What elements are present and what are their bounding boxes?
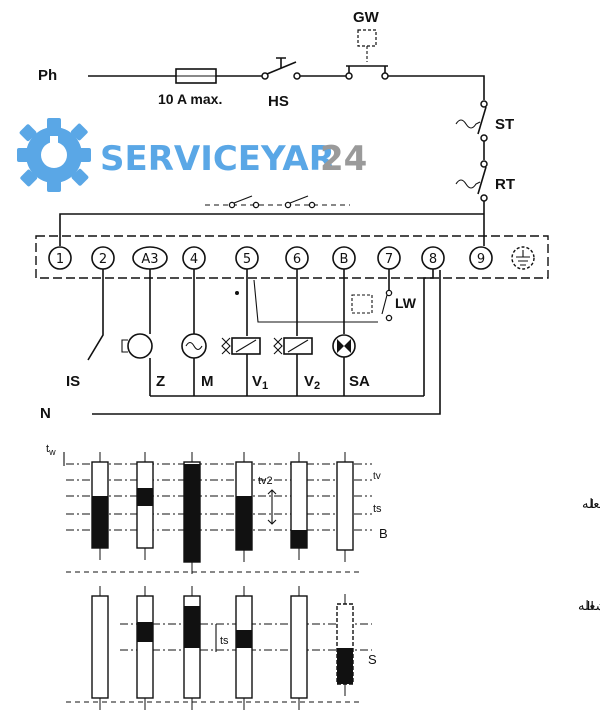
bottom-bar-outline xyxy=(91,595,109,699)
ts-label: ts xyxy=(373,503,382,515)
is-label: IS xyxy=(66,373,80,390)
st-label: ST xyxy=(495,116,514,133)
timing-bars xyxy=(91,452,354,710)
ts2-label: ts xyxy=(220,635,229,647)
svg-text:A3: A3 xyxy=(141,252,158,267)
svg-text:8: 8 xyxy=(429,252,437,267)
gear-icon xyxy=(17,118,91,192)
lw-label: LW xyxy=(395,295,417,311)
tv-label: tv xyxy=(373,471,381,482)
svg-text:7: 7 xyxy=(385,252,393,267)
terminal-1 xyxy=(48,246,72,270)
lw-actuator xyxy=(351,294,373,314)
top-bar-active xyxy=(137,488,153,506)
top-bar-active xyxy=(236,496,252,550)
bottom-bar-active xyxy=(337,648,353,684)
top-bar-outline xyxy=(336,461,354,551)
terminal-row: 1 2 A3 4 5 6 B 7 8 9 xyxy=(48,246,535,270)
bottom-bar-active xyxy=(236,630,252,648)
v1-label: V1 xyxy=(252,373,268,392)
valve-v1-icon xyxy=(221,337,231,355)
is-switch xyxy=(87,269,104,361)
terminal-1-feed xyxy=(59,213,484,246)
svg-text:4: 4 xyxy=(190,252,198,267)
b-label: B xyxy=(379,526,388,541)
svg-text:1: 1 xyxy=(56,252,64,267)
rt-thermal-symbol xyxy=(455,179,481,189)
phase-label: Ph xyxy=(38,67,57,84)
hs-label: HS xyxy=(268,93,289,110)
svg-text:2: 2 xyxy=(99,252,107,267)
top-bar-active xyxy=(92,496,108,548)
hs-contact-left xyxy=(261,72,269,80)
gw-label: GW xyxy=(353,9,380,26)
tw-label: tw xyxy=(46,443,56,457)
z-label: Z xyxy=(156,373,165,390)
top-bar-active xyxy=(291,530,307,548)
caption-2: راه‌اندازی با عدم تشکیل شعله xyxy=(578,598,600,614)
neutral-wire xyxy=(92,270,441,415)
svg-text:5: 5 xyxy=(243,252,251,267)
terminal-earth xyxy=(511,246,535,270)
m-label: M xyxy=(201,373,214,390)
neutral-label: N xyxy=(40,405,51,422)
sa-label: SA xyxy=(349,373,370,390)
s-label: S xyxy=(368,652,377,667)
rt-contact xyxy=(477,166,487,195)
svg-text:9: 9 xyxy=(477,252,485,267)
caption-1: راه‌اندازی با تشکیل شعله xyxy=(582,496,600,512)
ignition-z-symbol xyxy=(127,333,153,359)
v2-label: V2 xyxy=(304,373,320,392)
watermark-number: 24 xyxy=(320,139,367,179)
gw-actuator xyxy=(357,29,377,47)
lw-link xyxy=(253,279,378,323)
bottom-bar-outline xyxy=(290,595,308,699)
lw-contact xyxy=(381,294,388,315)
caption-1-num: I xyxy=(590,496,594,511)
svg-text:B: B xyxy=(340,252,349,267)
hs-contact-right xyxy=(293,72,301,80)
bottom-bar-active xyxy=(137,622,153,642)
earth-icon xyxy=(516,250,530,266)
fuse-label: 10 A max. xyxy=(158,91,222,107)
terminal-9 xyxy=(469,246,493,270)
terminal-strip xyxy=(35,235,549,279)
st-thermal-symbol xyxy=(455,119,481,129)
st-contact xyxy=(477,106,487,135)
bottom-bar-active xyxy=(184,606,200,648)
svg-text:6: 6 xyxy=(293,252,301,267)
watermark-brand: SERVICEYAR xyxy=(100,139,335,179)
bottom-bar-outline xyxy=(136,595,154,699)
rt-label: RT xyxy=(495,176,515,193)
timing-diagram: tw tv2 tv ts B ts S I راه‌اندازی با تشکی… xyxy=(46,443,600,710)
valve-v2-icon xyxy=(273,337,283,355)
caption-2-num: II xyxy=(587,598,594,613)
tv2-label: tv2 xyxy=(258,475,273,487)
top-bar-active xyxy=(184,464,200,562)
watermark-logo: SERVICEYAR 24 xyxy=(17,118,367,192)
